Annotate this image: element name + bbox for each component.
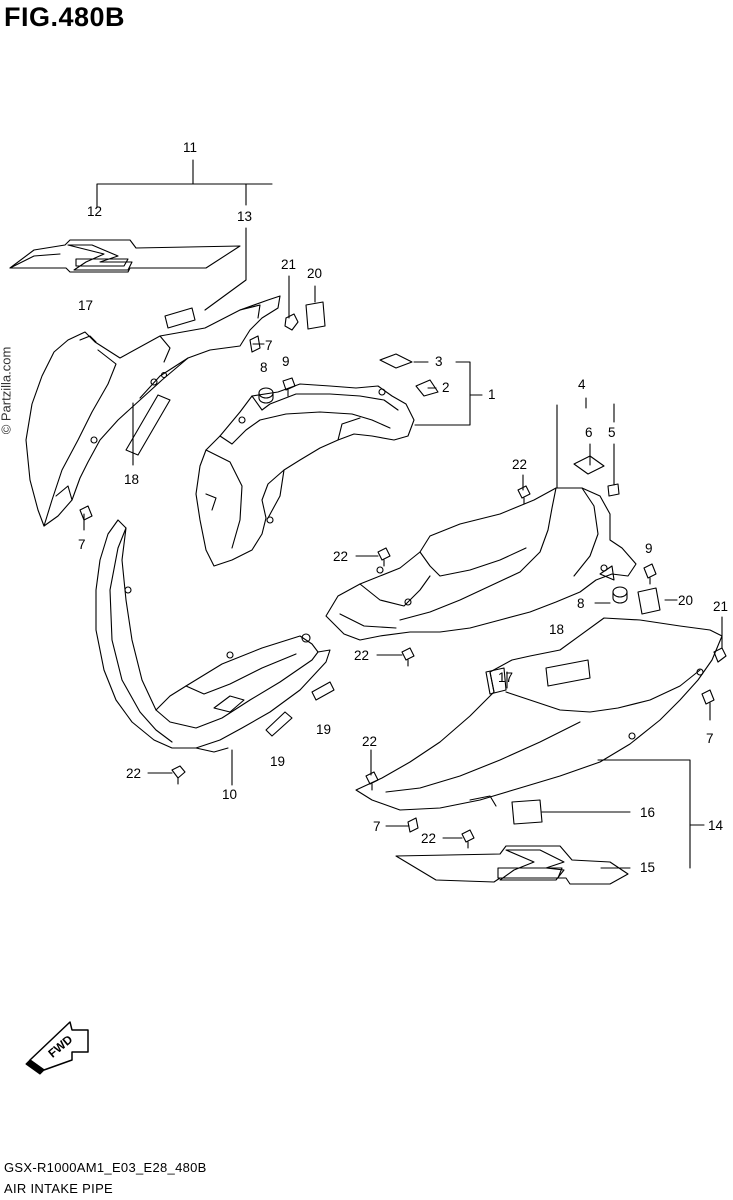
callout-20-upper: 20 [307,266,322,281]
callout-19-lower: 19 [270,754,285,769]
callout-7-bottom: 7 [373,819,381,834]
seal-3 [379,353,413,369]
callout-7-left: 7 [78,537,86,552]
callout-6: 6 [585,425,593,440]
callout-21-upper: 21 [281,257,296,272]
callout-18-left: 18 [124,472,139,487]
callout-14: 14 [708,818,724,833]
callout-17-left: 17 [78,298,93,313]
callout-22-right-top: 22 [512,457,527,472]
callout-22-lower-left: 22 [126,766,141,781]
callout-10: 10 [222,787,237,802]
sticker-18-left [125,394,171,456]
seal-6 [573,455,605,475]
callout-11: 11 [183,140,197,155]
sticker-16 [511,799,543,825]
sticker-19-lower [265,711,293,737]
screw-22-lower-left [171,765,186,785]
screw-22-bottom [461,829,475,849]
callout-18-right: 18 [549,622,564,637]
screw-9-right [643,563,657,585]
figure-title: FIG.480B [4,2,126,32]
callout-9-upper: 9 [282,354,290,369]
right-lower-cowl [355,617,723,811]
callout-22-lower-mid: 22 [354,648,369,663]
clip-7-left [79,505,93,521]
clip-17-right [485,667,507,695]
callout-5: 5 [608,425,616,440]
pad-20-right [637,587,661,615]
lower-decal-15 [395,845,629,885]
callout-1: 1 [488,387,496,402]
screw-22-mid [377,547,391,567]
fwd-arrow-icon [25,1021,89,1075]
callout-12: 12 [87,204,102,219]
decal-13 [164,307,196,329]
clip-7-upper [249,335,261,353]
figure-code: GSX-R1000AM1_E03_E28_480B [4,1160,207,1175]
callout-8-right: 8 [577,596,585,611]
callout-8-upper: 8 [260,360,268,375]
clip-21-upper [284,313,299,331]
callout-labels: 11 12 13 21 20 17 7 9 8 3 2 1 4 6 5 22 1… [78,140,728,875]
left-upper-cowl [25,295,281,527]
clip-7-right [701,689,715,705]
callout-9-right: 9 [645,541,653,556]
callout-20-right: 20 [678,593,693,608]
seal-5 [607,483,620,497]
callout-2: 2 [442,380,450,395]
left-intake-pipe [195,383,415,567]
grommet-8-right [612,586,628,604]
callout-16: 16 [640,805,655,820]
grommet-8-upper [258,387,274,404]
callout-22-mid: 22 [333,549,348,564]
sticker-18-right [545,659,591,687]
sticker-19-upper [311,681,335,701]
callout-13: 13 [237,209,252,224]
pad-20-upper [305,301,326,330]
callout-7-upper: 7 [265,338,273,353]
callout-19-upper: 19 [316,722,331,737]
right-intake-pipe [325,487,637,641]
callout-3: 3 [435,354,443,369]
callout-17-right: 17 [498,670,513,685]
figure-name: AIR INTAKE PIPE [4,1181,114,1196]
clip-21-right [713,647,727,663]
callout-22-lower: 22 [362,734,377,749]
callout-15: 15 [640,860,655,875]
callout-22-bottom: 22 [421,831,436,846]
screw-22-right-top [517,485,531,505]
screw-22-lower-mid [401,647,415,667]
left-lower-cowl [95,519,331,753]
callout-7-right: 7 [706,731,714,746]
callout-4: 4 [578,377,586,392]
leader-lines [83,159,723,869]
clip-7-bottom [407,817,419,833]
seal-2 [415,379,439,397]
upper-decal-12 [9,239,241,273]
callout-21-right: 21 [713,599,728,614]
